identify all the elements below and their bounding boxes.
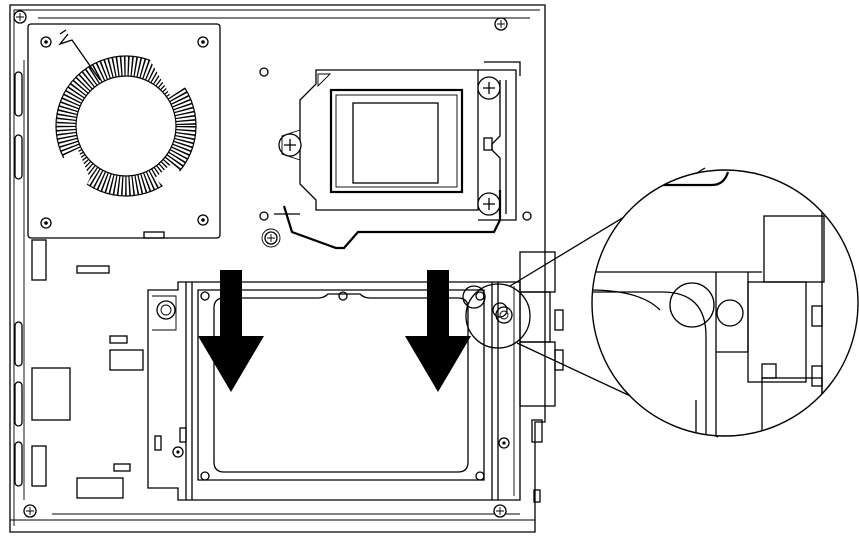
- detail-callout: [465, 167, 859, 438]
- hdd-bracket: [147, 251, 564, 503]
- computer-chassis: [9, 4, 546, 533]
- down-arrow-left: [198, 270, 264, 392]
- zoomed-bracket-detail: [592, 171, 825, 436]
- rear-port-blocks: [31, 239, 71, 487]
- chassis-screws: [13, 10, 508, 518]
- motherboard-components: [76, 67, 532, 499]
- system-fan: [27, 23, 221, 239]
- hard-disk-drive: [197, 289, 485, 481]
- chassis-side-slots: [14, 60, 25, 500]
- cpu-socket: [274, 61, 521, 250]
- down-arrow-right: [405, 270, 471, 392]
